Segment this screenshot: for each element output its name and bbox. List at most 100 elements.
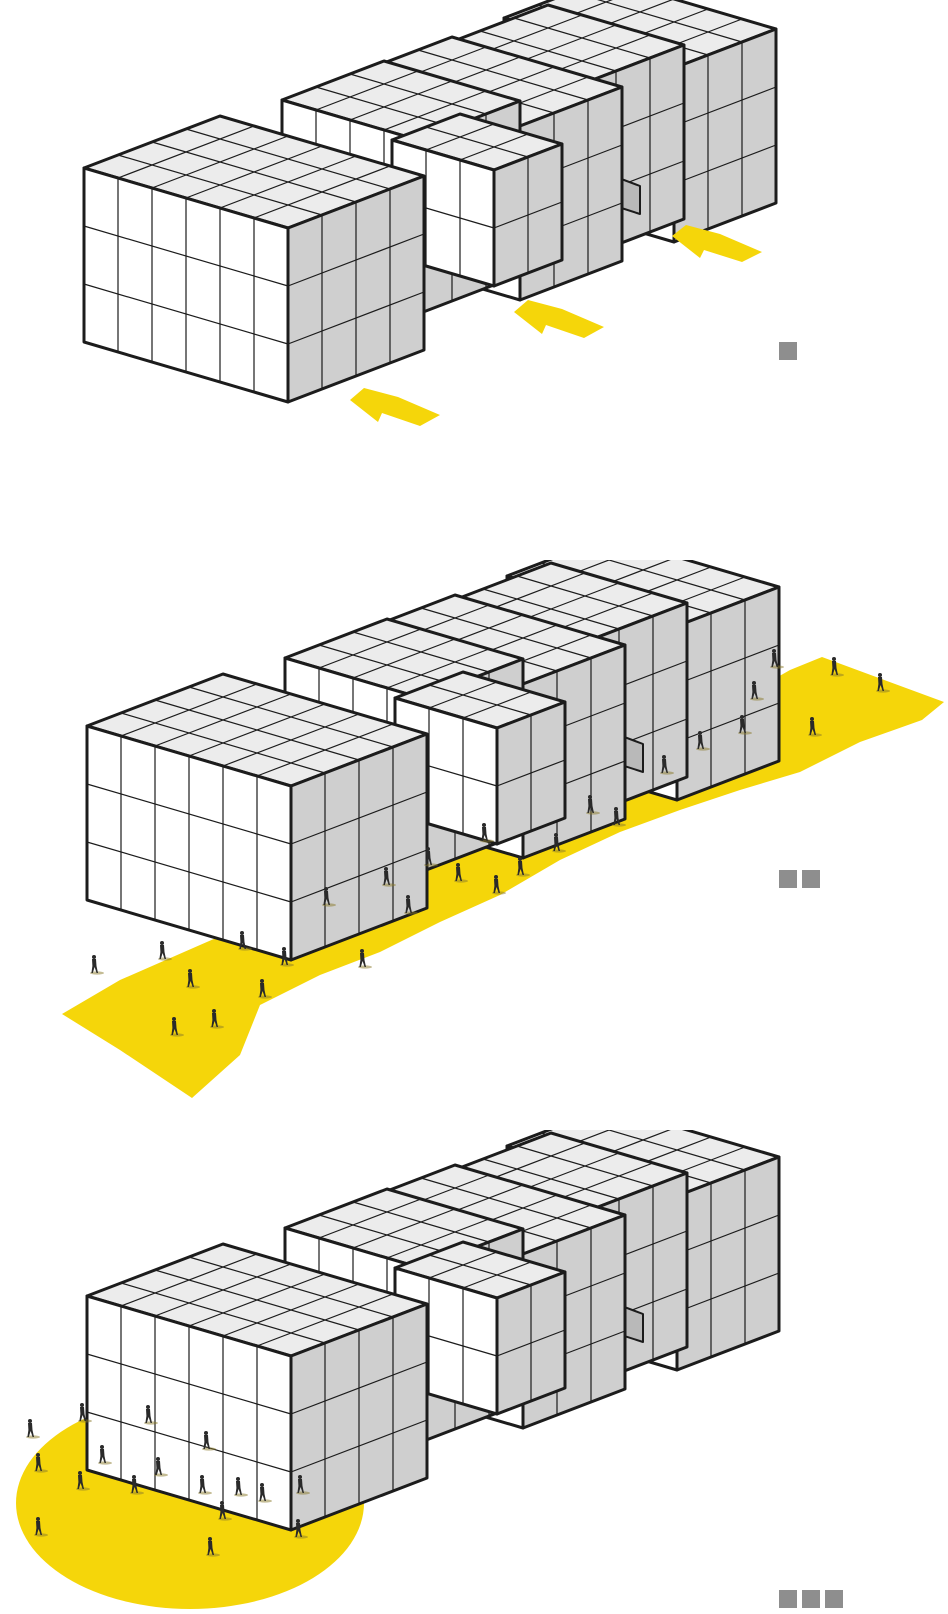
step-square xyxy=(779,870,797,888)
grid-line xyxy=(352,631,490,673)
panel-path xyxy=(0,560,948,1120)
grid-line xyxy=(83,225,289,287)
grid-line xyxy=(386,1218,490,1259)
pedestrian-icon xyxy=(158,941,172,961)
grid-line xyxy=(420,607,592,659)
pedestrian-icon xyxy=(322,887,336,907)
pedestrian-icon xyxy=(552,833,566,853)
pedestrian-icon xyxy=(516,857,530,877)
panel-wind xyxy=(0,0,948,470)
grid-line xyxy=(493,201,563,229)
wind-arrows xyxy=(350,225,762,426)
grid-line xyxy=(676,702,780,743)
pedestrian-icon xyxy=(770,649,784,669)
pedestrian-icon xyxy=(696,731,710,751)
wind-arrow-icon xyxy=(350,388,440,426)
pedestrian-icon xyxy=(238,931,252,951)
grid-line xyxy=(550,1162,654,1203)
step-square xyxy=(779,1590,797,1608)
grid-line xyxy=(673,144,777,185)
grid-line xyxy=(513,24,617,65)
pedestrian-icon xyxy=(492,875,506,895)
grid-line xyxy=(425,126,529,158)
grid-line xyxy=(318,1214,456,1256)
grid-line xyxy=(117,154,323,216)
pedestrian-icon xyxy=(258,1483,272,1503)
pedestrian-icon xyxy=(130,1475,144,1495)
building-diagram-wind xyxy=(82,0,778,426)
grid-line xyxy=(516,1145,654,1187)
grid-line xyxy=(386,648,490,689)
pedestrian-icon xyxy=(358,949,372,969)
grid-line xyxy=(315,70,419,111)
grid-line xyxy=(86,841,292,903)
pedestrian-icon xyxy=(750,681,764,701)
step-marker-3 xyxy=(779,1590,843,1608)
pedestrian-icon xyxy=(206,1537,220,1557)
step-marker-1 xyxy=(779,342,797,360)
pedestrian-icon xyxy=(170,1017,184,1037)
building-mass xyxy=(85,560,781,962)
pedestrian-icon xyxy=(186,969,200,989)
building-diagram-plaza xyxy=(16,1130,781,1609)
pedestrian-icon xyxy=(294,1519,308,1539)
grid-line xyxy=(676,1214,780,1255)
step-square xyxy=(802,1590,820,1608)
block-side-face xyxy=(675,1155,781,1372)
pedestrians xyxy=(26,1403,310,1557)
pedestrian-icon xyxy=(78,1403,92,1423)
grid-line xyxy=(188,686,394,748)
grid-line xyxy=(318,628,422,669)
building-mass xyxy=(85,1130,781,1532)
grid-line xyxy=(513,17,651,59)
block-side-face xyxy=(672,27,778,244)
pedestrian-icon xyxy=(34,1517,48,1537)
pedestrian-icon xyxy=(34,1453,48,1473)
pedestrian-icon xyxy=(424,847,438,867)
grid-line xyxy=(86,1411,292,1473)
grid-line xyxy=(597,0,743,43)
grid-line xyxy=(516,1152,620,1193)
grid-line xyxy=(550,592,654,633)
step-marker-2 xyxy=(779,870,820,888)
grid-line xyxy=(547,34,651,75)
grid-line xyxy=(83,283,289,345)
grid-line xyxy=(287,291,425,345)
grid-line xyxy=(496,1329,566,1357)
pedestrian-icon xyxy=(296,1475,310,1495)
panel-plaza xyxy=(0,1130,948,1614)
grid-line xyxy=(676,1272,780,1313)
grid-line xyxy=(120,1282,326,1344)
pedestrian-icon xyxy=(876,673,890,693)
pedestrian-icon xyxy=(280,947,294,967)
pedestrian-icon xyxy=(218,1501,232,1521)
pedestrian-icon xyxy=(738,715,752,735)
grid-line xyxy=(428,684,532,716)
grid-line xyxy=(352,638,456,679)
wind-arrow-icon xyxy=(514,300,604,338)
step-square xyxy=(779,342,797,360)
grid-line xyxy=(154,699,360,761)
grid-line xyxy=(417,49,589,101)
grid-line xyxy=(290,1419,428,1473)
building-mass xyxy=(82,0,778,404)
grid-line xyxy=(287,233,425,287)
grid-line xyxy=(673,86,777,127)
grid-line xyxy=(482,588,620,630)
grid-line xyxy=(516,575,654,617)
step-square xyxy=(802,870,820,888)
pedestrian-icon xyxy=(612,807,626,827)
grid-line xyxy=(315,86,453,128)
grid-line xyxy=(606,560,746,601)
grid-line xyxy=(154,1269,360,1331)
grid-line xyxy=(420,1177,592,1229)
grid-line xyxy=(318,644,456,686)
pedestrian-icon xyxy=(808,717,822,737)
grid-line xyxy=(349,80,453,121)
grid-line xyxy=(676,644,780,685)
grid-line xyxy=(482,1158,620,1200)
grid-line xyxy=(185,128,391,190)
pedestrian-icon xyxy=(258,979,272,999)
grid-line xyxy=(352,1208,456,1249)
grid-line xyxy=(86,783,292,845)
